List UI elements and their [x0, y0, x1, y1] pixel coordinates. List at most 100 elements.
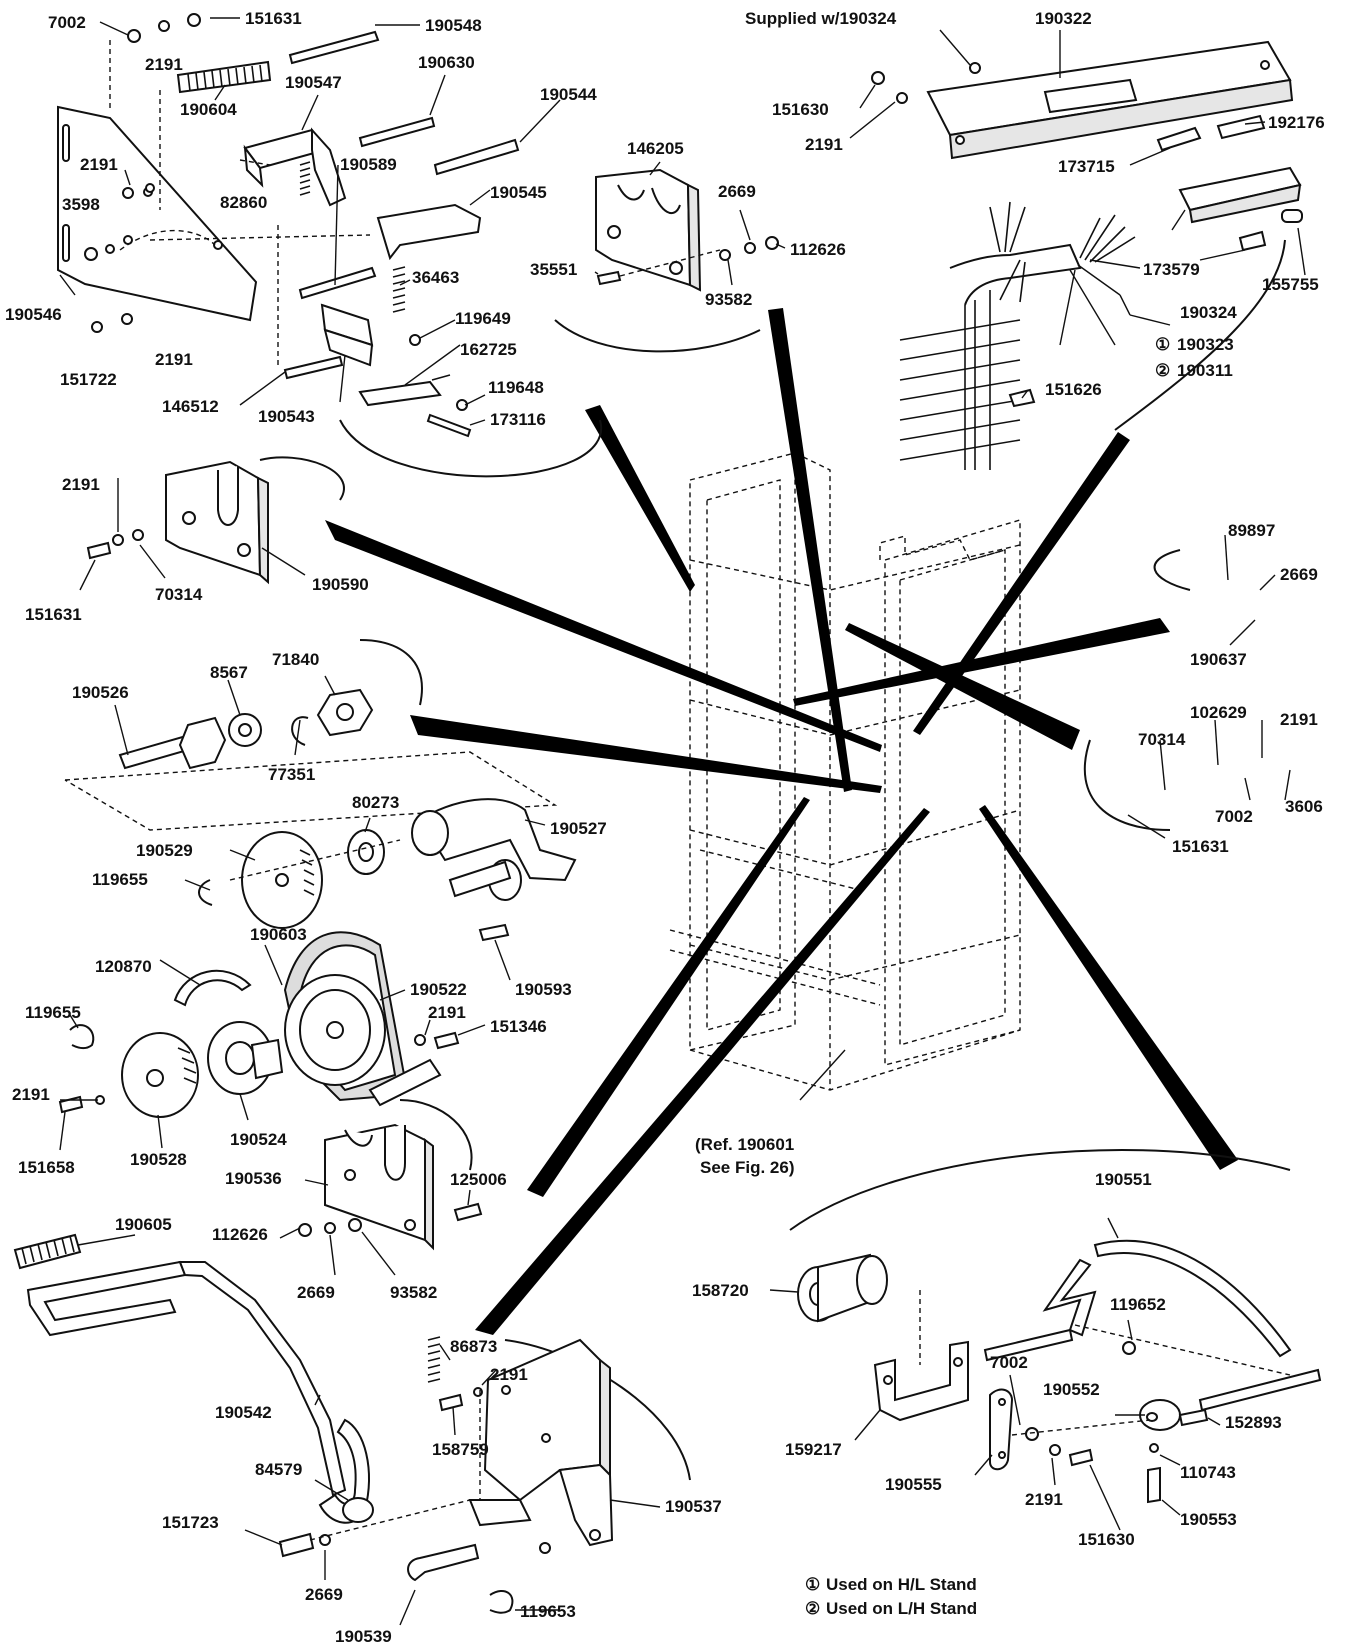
label-173579: 173579 [1143, 260, 1200, 279]
label-190603: 190603 [250, 925, 307, 944]
label-ref-190601: (Ref. 190601 [695, 1135, 794, 1154]
label-2191: 2191 [155, 350, 193, 369]
label-190311: 190311 [1177, 361, 1233, 380]
label-190637: 190637 [1190, 650, 1247, 669]
label-70314: 70314 [1138, 730, 1186, 749]
label-86873: 86873 [450, 1337, 497, 1356]
label-190323: 190323 [1177, 335, 1234, 354]
label-125006: 125006 [450, 1170, 507, 1189]
pointer-wedges [325, 308, 1238, 1335]
label-190543: 190543 [258, 407, 315, 426]
roller-158720 [797, 1253, 888, 1323]
label-146512: 146512 [162, 397, 219, 416]
label-112626: 112626 [212, 1225, 268, 1244]
legend: ① Used on H/L Stand ② Used on L/H Stand [805, 1575, 977, 1618]
label-173715: 173715 [1058, 157, 1115, 176]
connector-173579 [1156, 114, 1303, 252]
label-190604: 190604 [180, 100, 237, 119]
section-arcs [259, 239, 1291, 1481]
label-102629: 102629 [1190, 703, 1247, 722]
label-2191: 2191 [490, 1365, 528, 1384]
label-36463: 36463 [412, 268, 459, 287]
label-35551: 35551 [530, 260, 577, 279]
belt-and-pulley-190522 [283, 931, 442, 1107]
bracket-190545 [376, 203, 482, 261]
part-labels: 7002 2191 151631 190548 190604 190547 19… [5, 9, 1325, 1646]
label-190548: 190548 [425, 16, 482, 35]
marker-1: ① [1155, 335, 1170, 354]
label-112626: 112626 [790, 240, 846, 259]
label-190539: 190539 [335, 1627, 392, 1646]
label-119649: 119649 [455, 309, 511, 328]
label-155755: 155755 [1262, 275, 1319, 294]
plate-146205 [595, 168, 779, 292]
bracket-159217 [873, 1290, 969, 1422]
hub-190528-190524 [58, 1021, 460, 1118]
label-82860: 82860 [220, 193, 267, 212]
label-151630: 151630 [772, 100, 829, 119]
label-162725: 162725 [460, 340, 517, 359]
spring-82860-36463 [299, 161, 406, 313]
leader-lines [59, 17, 1306, 1626]
label-120870: 120870 [95, 957, 152, 976]
label-190593: 190593 [515, 980, 572, 999]
pins-top-left [84, 13, 520, 380]
label-158759: 158759 [432, 1440, 489, 1459]
bracket-190543 [320, 303, 374, 367]
label-173116: 173116 [490, 410, 546, 429]
label-158720: 158720 [692, 1281, 749, 1300]
label-7002: 7002 [1215, 807, 1253, 826]
dashed-links-top-left [109, 40, 371, 365]
label-2191: 2191 [1280, 710, 1318, 729]
label-151723: 151723 [162, 1513, 219, 1532]
label-146205: 146205 [627, 139, 684, 158]
label-77351: 77351 [268, 765, 315, 784]
label-2191: 2191 [12, 1085, 50, 1104]
label-192176: 192176 [1268, 113, 1325, 132]
label-151626: 151626 [1045, 380, 1102, 399]
label-190542: 190542 [215, 1403, 272, 1422]
label-7002: 7002 [48, 13, 86, 32]
label-159217: 159217 [785, 1440, 842, 1459]
label-70314: 70314 [155, 585, 203, 604]
label-190630: 190630 [418, 53, 475, 72]
plate-190536 [298, 1123, 483, 1251]
label-2191: 2191 [62, 475, 100, 494]
label-190528: 190528 [130, 1150, 187, 1169]
label-190527: 190527 [550, 819, 607, 838]
label-89897: 89897 [1228, 521, 1275, 540]
label-190589: 190589 [340, 155, 397, 174]
label-119655: 119655 [25, 1003, 81, 1022]
label-84579: 84579 [255, 1460, 302, 1479]
label-190547: 190547 [285, 73, 342, 92]
label-190552: 190552 [1043, 1380, 1100, 1399]
spring-190605 [13, 1233, 82, 1270]
hardware-190552 [1074, 1324, 1291, 1504]
legend-line-1: Used on H/L Stand [826, 1575, 977, 1594]
rod-190551 [983, 1239, 1322, 1412]
label-190537: 190537 [665, 1497, 722, 1516]
legend-line-2: Used on L/H Stand [826, 1599, 977, 1618]
label-2191: 2191 [805, 135, 843, 154]
label-119653: 119653 [520, 1602, 576, 1621]
label-151630: 151630 [1078, 1530, 1135, 1549]
label-190544: 190544 [540, 85, 597, 104]
shaft-190526 [64, 688, 558, 831]
label-93582: 93582 [390, 1283, 437, 1302]
label-152893: 152893 [1225, 1413, 1282, 1432]
label-3598: 3598 [62, 195, 100, 214]
label-2191: 2191 [1025, 1490, 1063, 1509]
stand-frame [669, 452, 1021, 1091]
small-parts-bottom-left [278, 1336, 514, 1614]
wire-harness [899, 201, 1136, 470]
label-151631: 151631 [1172, 837, 1229, 856]
label-2669: 2669 [297, 1283, 335, 1302]
label-7002: 7002 [990, 1353, 1028, 1372]
spring-190604 [176, 60, 272, 94]
label-190536: 190536 [225, 1169, 282, 1188]
pulley-assembly-upper [198, 798, 577, 942]
label-80273: 80273 [352, 793, 399, 812]
label-2191: 2191 [80, 155, 118, 174]
label-2669: 2669 [718, 182, 756, 201]
